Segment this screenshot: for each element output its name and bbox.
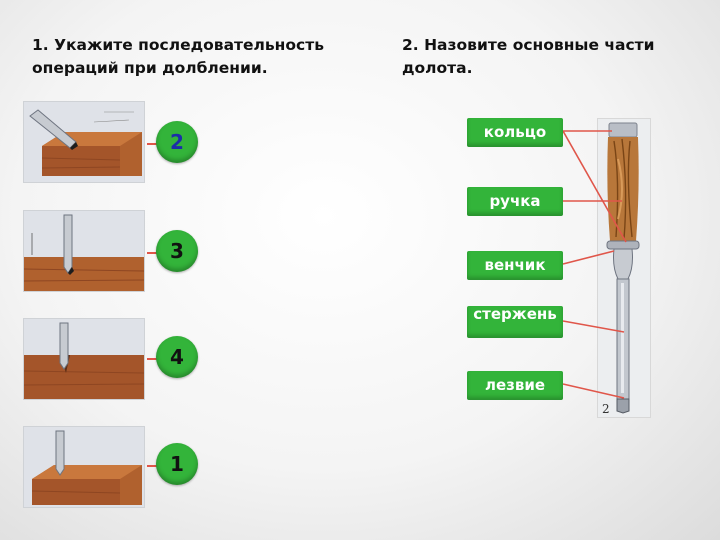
task-1-text: 1. Укажите последовательность операций п…: [32, 36, 325, 77]
part-label-ring[interactable]: кольцо: [467, 118, 563, 147]
step-photo-chisel-angled: [24, 102, 144, 182]
part-label-handle[interactable]: ручка: [467, 187, 563, 216]
part-label-blade[interactable]: лезвие: [467, 371, 563, 400]
chisel-photo-mark: 2: [602, 402, 610, 416]
step-photo-chisel-block: [24, 427, 144, 507]
step-number-badge[interactable]: 2: [156, 121, 198, 163]
step-photo-chisel-vertical: [24, 211, 144, 291]
part-label-shank[interactable]: стержень: [467, 306, 563, 338]
chisel-photo: 2: [598, 119, 650, 417]
part-label-collar[interactable]: венчик: [467, 251, 563, 280]
step-connector: [147, 143, 157, 145]
task-2-text: 2. Назовите основные части долота.: [402, 36, 655, 77]
step-connector: [147, 252, 157, 254]
step-number-badge[interactable]: 1: [156, 443, 198, 485]
step-number-badge[interactable]: 4: [156, 336, 198, 378]
step-photo-chisel-notch: [24, 319, 144, 399]
step-connector: [147, 465, 157, 467]
step-connector: [147, 358, 157, 360]
step-number-badge[interactable]: 3: [156, 230, 198, 272]
